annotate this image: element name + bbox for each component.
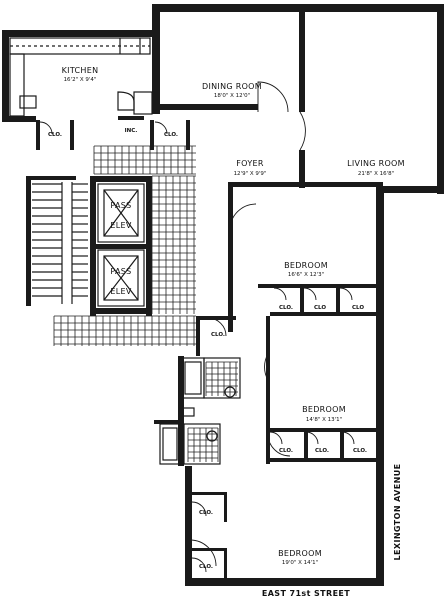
kitchen-dims: 16'2" X 9'4"	[64, 77, 97, 83]
bedroom-2-name: BEDROOM	[302, 405, 346, 414]
dining-room-name: DINING ROOM	[202, 82, 262, 91]
foyer-name: FOYER	[236, 159, 264, 168]
bathrooms	[159, 357, 241, 465]
closet-label: CLO.	[279, 305, 293, 311]
closet-label: CLO.	[279, 448, 293, 454]
living-room-name: LIVING ROOM	[347, 159, 405, 168]
windows	[20, 5, 443, 585]
elevator-2-pass: PASS	[110, 267, 131, 276]
kitchen-name: KITCHEN	[62, 66, 99, 75]
dining-room-dims: 18'0" X 12'0"	[214, 93, 250, 99]
closet-label: CLO.	[199, 510, 213, 516]
closet-label: CLO.	[199, 564, 213, 570]
bedroom-1-name: BEDROOM	[284, 261, 328, 270]
living-room-dims: 21'8" X 16'8"	[358, 171, 394, 177]
closet-label: CLO.	[164, 132, 178, 138]
closet-label: CLO.	[48, 132, 62, 138]
elevator-2-elev: ELEV	[110, 287, 131, 296]
stairwell	[32, 182, 88, 304]
bedroom-3-dims: 19'0" X 14'1"	[282, 560, 318, 566]
closet-label: CLO.	[315, 448, 329, 454]
bedroom-2-dims: 14'8" X 13'1"	[306, 417, 342, 423]
closet-partitions	[36, 116, 344, 578]
closet-label: CLO	[352, 305, 364, 311]
incinerator-label: INC.	[125, 128, 138, 134]
lobby-tile-floor	[53, 145, 238, 462]
south-street-label: EAST 71st STREET	[262, 589, 350, 598]
exterior-walls	[2, 4, 444, 586]
elevator-1-pass: PASS	[110, 201, 131, 210]
bedroom-3-name: BEDROOM	[278, 549, 322, 558]
closet-label: CLO	[314, 305, 326, 311]
kitchen-counters	[9, 37, 153, 117]
closet-label: CLO.	[211, 332, 225, 338]
foyer-dims: 12'9" X 9'9"	[234, 171, 267, 177]
elevator-cabs	[97, 183, 145, 307]
bedroom-1-dims: 16'6" X 12'3"	[288, 272, 324, 278]
closet-label: CLO.	[353, 448, 367, 454]
east-street-label: LEXINGTON AVENUE	[393, 464, 402, 561]
elevator-1-elev: ELEV	[110, 221, 131, 230]
